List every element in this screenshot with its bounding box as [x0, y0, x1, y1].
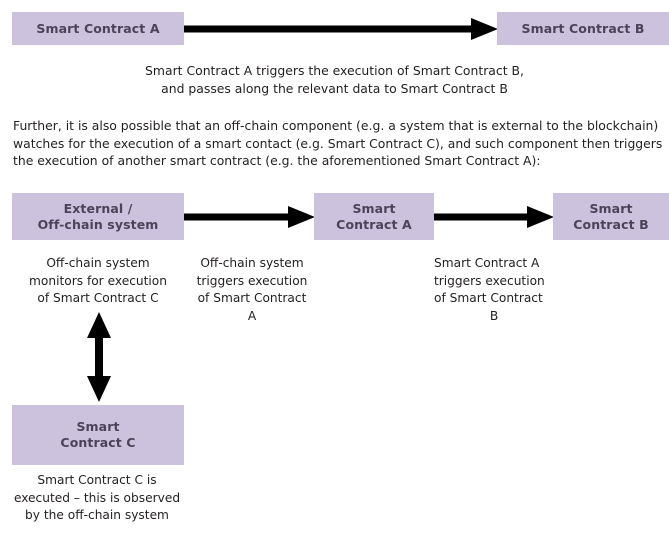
- caption-row1: Smart Contract A triggers the execution …: [145, 63, 524, 96]
- caption-contract-c-executed: Smart Contract C is executed – this is o…: [13, 473, 181, 522]
- box-external-offchain-system: External / Off-chain system: [12, 193, 184, 240]
- box-smart-contract-c: Smart Contract C: [12, 405, 184, 465]
- arrow-right-contract-a-to-contract-b: [434, 205, 554, 229]
- paragraph-offchain-explanation: Further, it is also possible that an off…: [13, 118, 663, 168]
- caption-contract-a-triggers-b-last: B: [489, 308, 499, 323]
- double-headed-vertical-arrow-icon: [84, 312, 114, 402]
- arrow-right-offchain-to-contract-a: [184, 205, 315, 229]
- arrow-right-a-to-b-row1: [184, 17, 498, 41]
- box-smart-contract-b-row2: Smart Contract B: [553, 193, 669, 240]
- box-smart-contract-a-row1: Smart Contract A: [12, 12, 184, 45]
- caption-contract-a-triggers-b: Smart Contract A triggers execution of S…: [434, 255, 554, 325]
- box-smart-contract-b-row1: Smart Contract B: [497, 12, 669, 45]
- box-smart-contract-a-row2: Smart Contract A: [314, 193, 434, 240]
- caption-offchain-triggers-a: Off-chain system triggers execution of S…: [196, 256, 308, 323]
- caption-offchain-monitors: Off-chain system monitors for execution …: [29, 256, 167, 305]
- caption-contract-a-triggers-b-lines: Smart Contract A triggers execution of S…: [434, 256, 545, 305]
